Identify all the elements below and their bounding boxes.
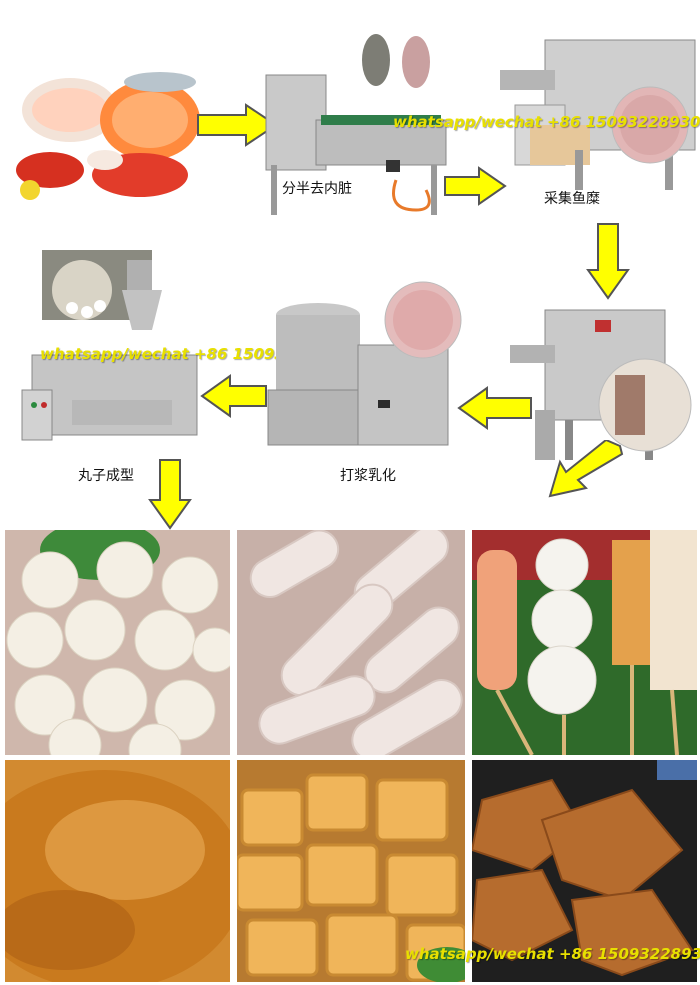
- watermark-1: whatsapp/wechat +86 15093228930: [393, 113, 700, 131]
- watermark-2: whatsapp/wechat +86 15093228930: [40, 345, 348, 363]
- meat-grinder-photo: [505, 290, 700, 470]
- step-label-ball-forming: 丸子成型: [78, 468, 134, 484]
- fish-balls-photo: [5, 530, 230, 755]
- arrow-left-1: [200, 374, 267, 418]
- fried-fish-tofu-photo: [237, 760, 465, 982]
- beater-emulsifier-photo: [258, 280, 468, 455]
- fishball-forming-machine-photo: [12, 240, 210, 450]
- step-label-split-gut: 分半去内脏: [282, 181, 352, 197]
- fish-meat-separator-photo: [485, 30, 700, 200]
- arrow-left-2: [457, 386, 532, 430]
- step-label-collect-mince: 采集鱼糜: [544, 191, 600, 207]
- arrow-right-2: [444, 166, 507, 206]
- step-label-beat-emulsify: 打浆乳化: [340, 468, 396, 484]
- fish-floss-photo: [5, 760, 230, 982]
- fish-ball-skewers-photo: [472, 530, 697, 755]
- arrow-down-left-1: [548, 440, 624, 498]
- fish-halving-machine-photo: [236, 20, 456, 220]
- arrow-right-1: [197, 103, 278, 147]
- fish-skin-crisps-photo: [472, 760, 697, 982]
- watermark-3: whatsapp/wechat +86 15093228930: [405, 945, 700, 963]
- arrow-down-2: [148, 459, 192, 530]
- arrow-down-1: [586, 223, 630, 300]
- seafood-raw-photo: [10, 50, 202, 200]
- fish-sausage-rolls-photo: [237, 530, 465, 755]
